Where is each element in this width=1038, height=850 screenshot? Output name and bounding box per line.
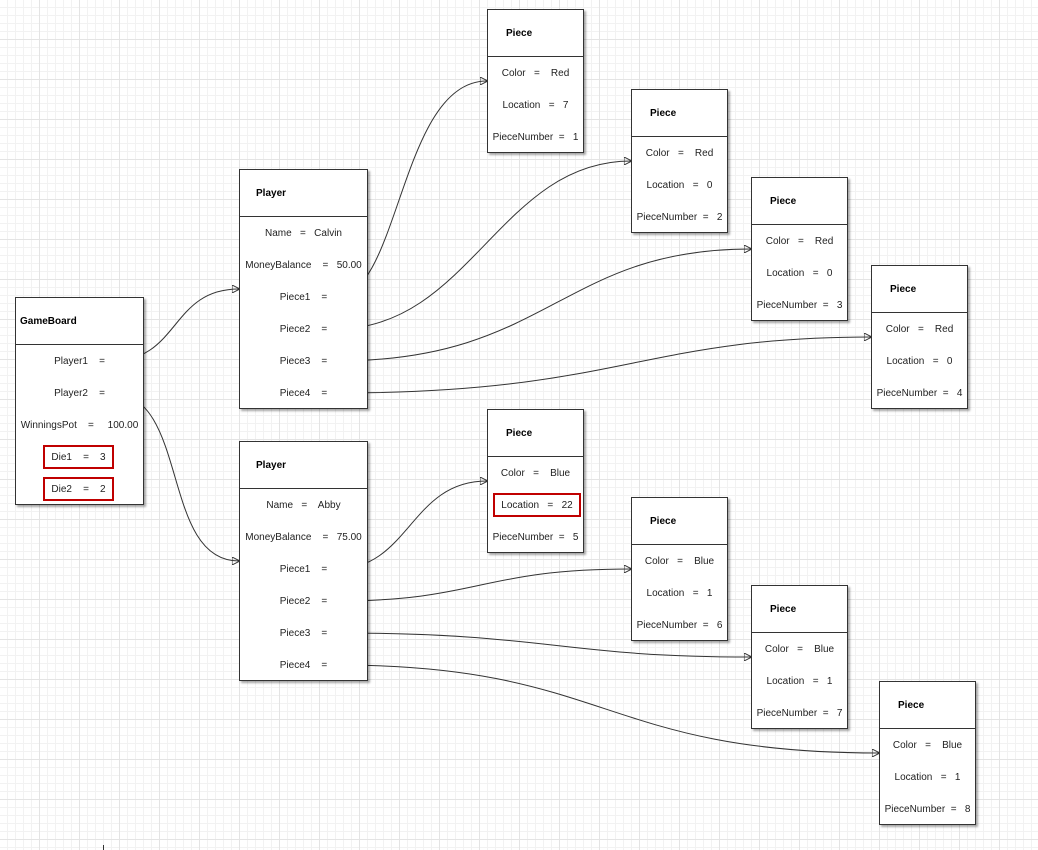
piece-number-field: PieceNumber = 8 [884,804,971,815]
player-abby-box[interactable]: Player Name = Abby MoneyBalance = 75.00 … [239,441,368,681]
piece-title: Piece [880,682,975,729]
piece-location-field: Location = 0 [766,268,833,279]
piece-color-field: Color = Red [885,324,954,335]
piece-color-field: Color = Red [645,148,714,159]
player-calvin-box[interactable]: Player Name = Calvin MoneyBalance = 50.0… [239,169,368,409]
piece-title: Piece [488,10,583,57]
piece-number-field: PieceNumber = 7 [756,708,843,719]
player-name-field: Name = Calvin [265,228,342,239]
piece-location-field: Location = 0 [886,356,953,367]
piece-2-box[interactable]: Piece Color = Red Location = 0 PieceNumb… [631,89,728,233]
piece-location-field-highlighted: Location = 22 [493,493,581,517]
player-moneybalance-field: MoneyBalance = 50.00 [245,260,362,271]
piece-color-field: Color = Red [765,236,834,247]
piece-number-field: PieceNumber = 3 [756,300,843,311]
piece-title: Piece [752,178,847,225]
piece-color-field: Color = Blue [500,468,571,479]
piece-6-box[interactable]: Piece Color = Blue Location = 1 PieceNum… [631,497,728,641]
piece-location-field: Location = 1 [766,676,833,687]
gameboard-die2-field-highlighted: Die2 = 2 [43,477,114,501]
piece-7-box[interactable]: Piece Color = Blue Location = 1 PieceNum… [751,585,848,729]
player-title: Player [240,442,367,489]
connector-calvin-piece2 [335,161,631,330]
piece-number-field: PieceNumber = 4 [876,388,963,399]
piece-location-field: Location = 0 [646,180,713,191]
gameboard-player1-field: Player1 = [54,356,105,367]
gameboard-box[interactable]: GameBoard Player1 = Player2 = WinningsPo… [15,297,144,505]
piece-location-field: Location = 1 [894,772,961,783]
piece-title: Piece [488,410,583,457]
player-piece1-field: Piece1 = [279,564,328,575]
piece-1-box[interactable]: Piece Color = Red Location = 7 PieceNumb… [487,9,584,153]
player-moneybalance-field: MoneyBalance = 75.00 [245,532,362,543]
connector-calvin-piece3 [335,249,751,362]
piece-number-field: PieceNumber = 2 [636,212,723,223]
piece-number-field: PieceNumber = 6 [636,620,723,631]
piece-location-field: Location = 7 [502,100,569,111]
piece-title: Piece [872,266,967,313]
player-name-field: Name = Abby [266,500,341,511]
connector-abby-piece2 [335,569,631,602]
text-cursor-icon [103,845,104,850]
piece-5-box[interactable]: Piece Color = Blue Location = 22 PieceNu… [487,409,584,553]
piece-title: Piece [752,586,847,633]
player-piece4-field: Piece4 = [279,388,328,399]
player-piece2-field: Piece2 = [279,596,328,607]
player-piece3-field: Piece3 = [279,628,328,639]
player-piece3-field: Piece3 = [279,356,328,367]
piece-title: Piece [632,498,727,545]
connector-calvin-piece4 [335,337,871,394]
player-title: Player [240,170,367,217]
piece-color-field: Color = Blue [892,740,963,751]
gameboard-title: GameBoard [16,298,143,345]
piece-color-field: Color = Blue [644,556,715,567]
piece-number-field: PieceNumber = 1 [492,132,579,143]
gameboard-die1-field-highlighted: Die1 = 3 [43,445,114,469]
player-piece2-field: Piece2 = [279,324,328,335]
gameboard-player2-field: Player2 = [54,388,105,399]
gameboard-winningspot-field: WinningsPot = 100.00 [20,420,139,431]
piece-color-field: Color = Red [501,68,570,79]
player-piece4-field: Piece4 = [279,660,328,671]
piece-4-box[interactable]: Piece Color = Red Location = 0 PieceNumb… [871,265,968,409]
player-piece1-field: Piece1 = [279,292,328,303]
piece-location-field: Location = 1 [646,588,713,599]
piece-3-box[interactable]: Piece Color = Red Location = 0 PieceNumb… [751,177,848,321]
piece-color-field: Color = Blue [764,644,835,655]
piece-title: Piece [632,90,727,137]
piece-number-field: PieceNumber = 5 [492,532,579,543]
piece-8-box[interactable]: Piece Color = Blue Location = 1 PieceNum… [879,681,976,825]
